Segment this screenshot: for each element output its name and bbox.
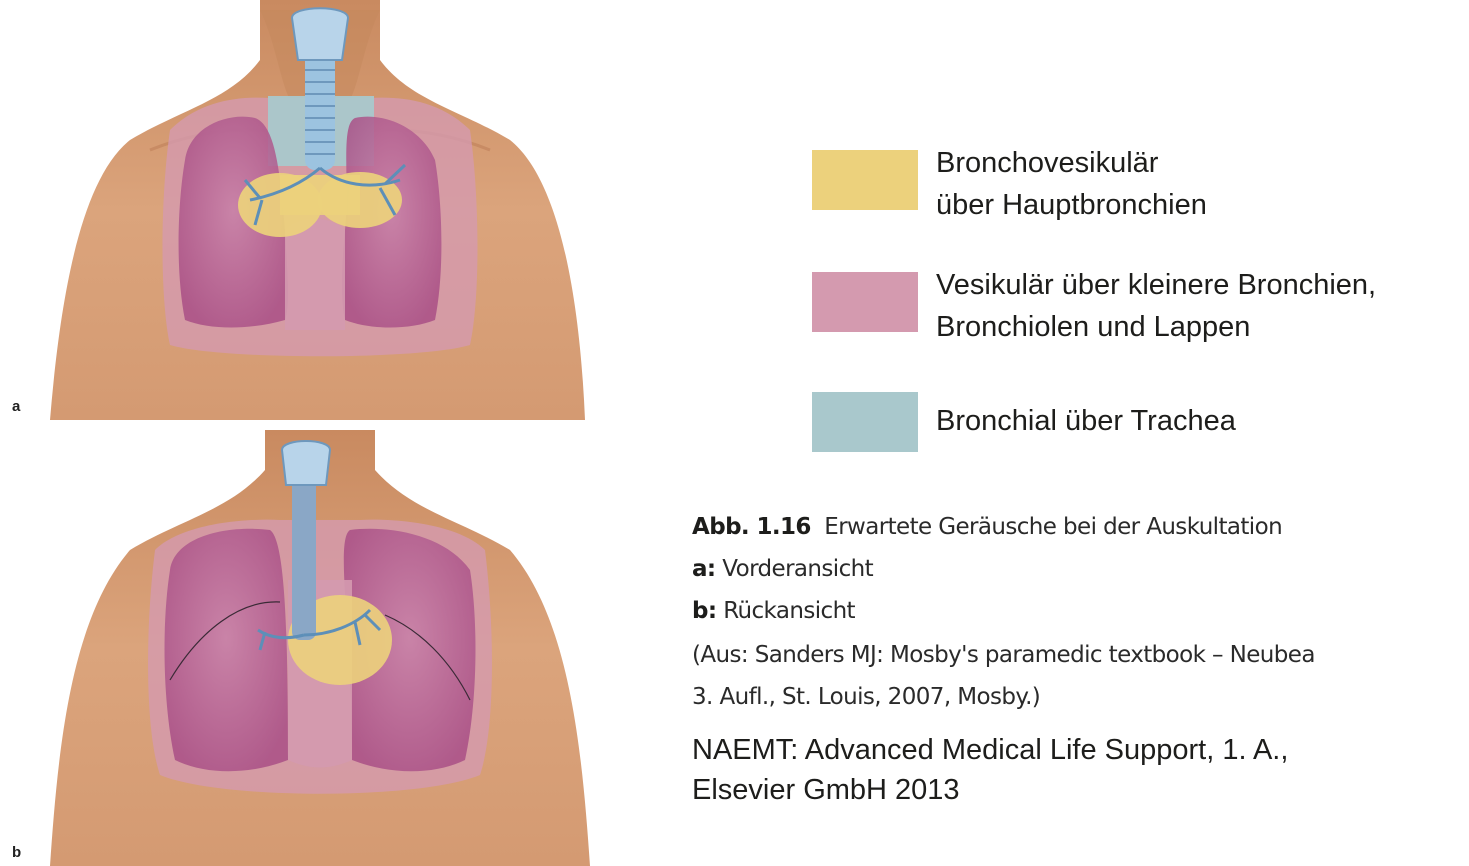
source-line1: NAEMT: Advanced Medical Life Support, 1.… xyxy=(692,730,1288,770)
legend-text: Bronchial über Trachea xyxy=(936,400,1236,442)
heart-notch xyxy=(285,219,345,330)
caption-source-line2: 3. Aufl., St. Louis, 2007, Mosby.) xyxy=(692,676,1469,718)
larynx xyxy=(292,8,348,60)
legend-text: Vesikulär über kleinere Bronchien, Bronc… xyxy=(936,264,1376,348)
legend-line: Vesikulär über kleinere Bronchien, xyxy=(936,264,1376,306)
legend-swatch-teal xyxy=(812,392,918,452)
back-view-illustration xyxy=(40,430,600,866)
caption-text-b: Rückansicht xyxy=(723,598,855,624)
caption-text-a: Vorderansicht xyxy=(722,556,873,582)
legend-line: Bronchovesikulär xyxy=(936,142,1207,184)
trachea-back xyxy=(292,470,316,640)
front-torso-svg xyxy=(40,0,600,420)
legend-line: über Hauptbronchien xyxy=(936,184,1207,226)
source-line2: Elsevier GmbH 2013 xyxy=(692,770,960,810)
legend-swatch-yellow xyxy=(812,150,918,210)
figure-number: Abb. 1.16 xyxy=(692,514,811,540)
front-view-illustration xyxy=(40,0,600,420)
legend-line: Bronchial über Trachea xyxy=(936,400,1236,442)
caption-panel-a: a: Vorderansicht xyxy=(692,548,1469,590)
caption-panel-b: b: Rückansicht xyxy=(692,590,1469,632)
panel-a-label: a xyxy=(12,398,20,415)
figure-title: Erwartete Geräusche bei der Auskultation xyxy=(824,514,1282,540)
larynx-back xyxy=(282,441,330,485)
caption-source-line1: (Aus: Sanders MJ: Mosby's paramedic text… xyxy=(692,634,1469,676)
caption-key-b: b: xyxy=(692,598,716,624)
back-torso-svg xyxy=(40,430,600,866)
left-lung-back xyxy=(165,529,288,771)
legend-text: Bronchovesikulär über Hauptbronchien xyxy=(936,142,1207,226)
legend-line: Bronchiolen und Lappen xyxy=(936,306,1376,348)
legend-swatch-pink xyxy=(812,272,918,332)
caption-key-a: a: xyxy=(692,556,716,582)
figure-caption-title: Abb. 1.16 Erwartete Geräusche bei der Au… xyxy=(692,506,1469,548)
panel-b-label: b xyxy=(12,844,21,861)
